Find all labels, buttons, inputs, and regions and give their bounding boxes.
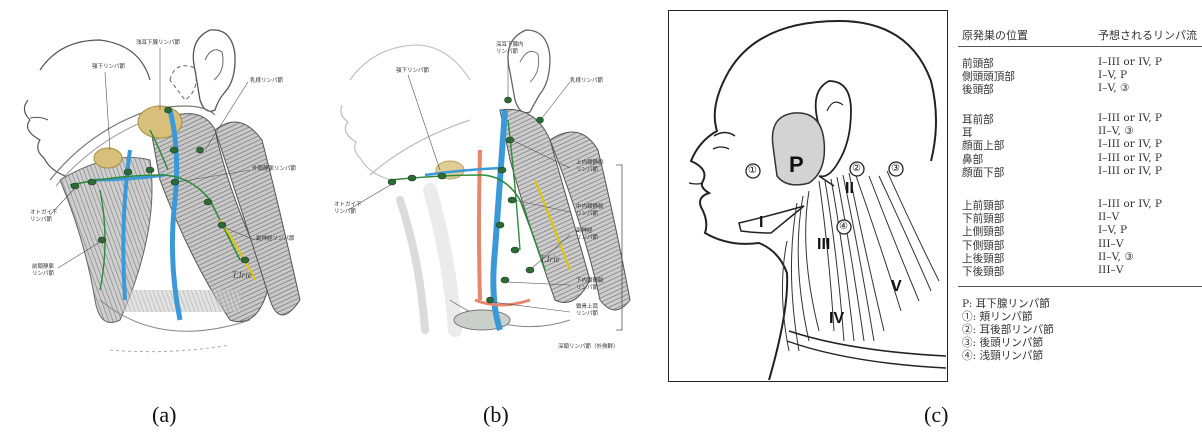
label-accessory-node: 副神経リンパ節 (256, 236, 295, 243)
label-accessory-node-b: 副神経 リンパ節 (576, 228, 598, 241)
lymph-flow-cell: II–V, ③ (1098, 125, 1134, 137)
lymph-flow-cell: III–V (1098, 238, 1124, 250)
label-deep-parotid-node: 深耳下腺内 リンパ節 (496, 42, 524, 55)
level-label-I: I (759, 215, 763, 231)
caption-b: (b) (483, 402, 509, 428)
panel-a-superficial-lymph-illustration: T.Irie 浅耳下腺リンパ節 顎下リンパ節 乳様リンパ節 外頸静脈リンパ節 副… (0, 0, 330, 400)
label-deep-cervical-lateral-group: 深頸リンパ節（外側群） (558, 344, 619, 351)
label-anterior-jugular-node: 前頸静脈 リンパ節 (32, 264, 54, 277)
primary-site-cell: 顔面下部 (962, 165, 1004, 180)
label-mastoid-node: 乳様リンパ節 (250, 78, 283, 85)
label-mastoid-node-b: 乳様リンパ節 (570, 78, 603, 85)
marker-3: ③ (891, 164, 900, 174)
label-upper-deep-cervical-node: 上内頸静脈 リンパ節 (576, 160, 604, 173)
legend-item: ④: 浅頸リンパ節 (962, 348, 1043, 363)
level-label-P: P (789, 154, 804, 176)
primary-site-cell: 下後頸部 (962, 264, 1004, 279)
marker-1: ① (748, 166, 757, 176)
label-submandibular-node-b: 顎下リンパ節 (396, 68, 429, 75)
lymph-flow-cell: I–III or IV, P (1098, 56, 1162, 68)
lymph-flow-cell: I–III or IV, P (1098, 165, 1162, 177)
marker-4: ④ (839, 222, 848, 232)
panel-c-lymph-level-diagram: P ① ② ③ ④ I II III IV V (668, 10, 948, 382)
table-bottom-rule (958, 286, 1202, 287)
lymph-flow-cell: I–III or IV, P (1098, 152, 1162, 164)
table-header-flow: 予想されるリンパ流 (1098, 27, 1197, 43)
panel-b-deep-lymph-illustration: T.Irie 深耳下腺内 リンパ節 顎下リンパ節 乳様リンパ節 上内頸静脈 リン… (330, 0, 660, 400)
svg-text:T.Irie: T.Irie (540, 254, 560, 264)
label-submental-node-b: オトガイ下 リンパ節 (334, 202, 362, 215)
table-header-rule (958, 46, 1202, 47)
label-middle-deep-cervical-node: 中内頸静脈 リンパ節 (576, 204, 604, 217)
label-superficial-parotid-node: 浅耳下腺リンパ節 (136, 40, 180, 47)
svg-text:T.Irie: T.Irie (232, 270, 252, 280)
label-submental-node: オトガイ下 リンパ節 (30, 210, 58, 223)
lymph-flow-cell: I–V, P (1098, 224, 1127, 236)
lymph-flow-cell: I–V, ③ (1098, 82, 1130, 94)
neck-anatomy-illustration-a: T.Irie (0, 0, 330, 400)
marker-2: ② (852, 164, 861, 174)
lymph-flow-cell: II–V, ③ (1098, 251, 1134, 263)
table-row: 下後頸部 III–V (962, 264, 1202, 277)
table-row: 後頭部 I–V, ③ (962, 82, 1202, 95)
label-lower-deep-cervical-node: 下内頸静脈 リンパ節 (576, 278, 604, 291)
lymph-flow-cell: I–III or IV, P (1098, 112, 1162, 124)
level-label-IV: IV (829, 311, 844, 327)
primary-site-cell: 後頭部 (962, 82, 994, 97)
lymph-flow-cell: II–V (1098, 211, 1119, 223)
caption-c: (c) (924, 402, 948, 428)
lymph-flow-cell: I–III or IV, P (1098, 198, 1162, 210)
lymph-flow-cell: III–V (1098, 264, 1124, 276)
lymph-flow-cell: I–V, P (1098, 69, 1127, 81)
label-external-jugular-node: 外頸静脈リンパ節 (252, 166, 296, 173)
head-profile-line-drawing (669, 11, 946, 380)
caption-a: (a) (152, 402, 176, 428)
neck-anatomy-illustration-b: T.Irie (330, 0, 660, 400)
label-submandibular-node: 顎下リンパ節 (92, 64, 125, 71)
table-row: 顔面下部 I–III or IV, P (962, 165, 1202, 178)
label-supraclavicular-node: 鎖骨上窩 リンパ節 (576, 304, 598, 317)
level-label-II: II (845, 181, 854, 197)
level-label-III: III (817, 237, 830, 253)
level-label-V: V (891, 279, 902, 295)
lymph-flow-cell: I–III or IV, P (1098, 138, 1162, 150)
table-header-site: 原発巣の位置 (962, 27, 1028, 43)
